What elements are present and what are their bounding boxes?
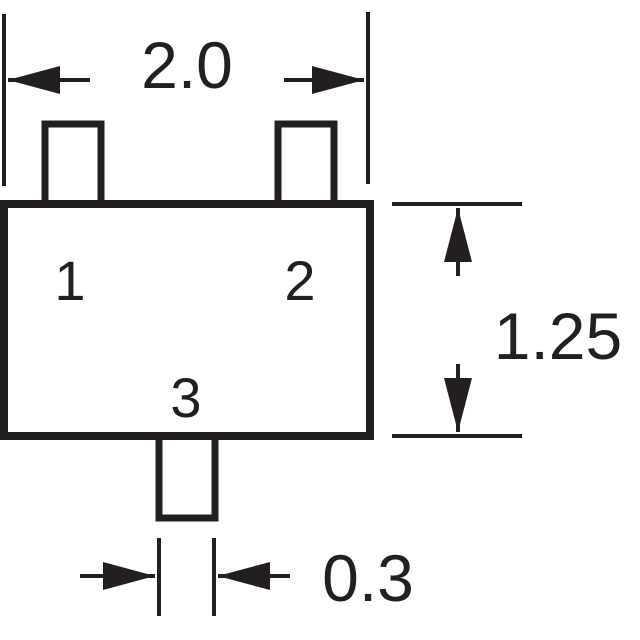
width-dimension-label: 2.0 <box>141 28 233 102</box>
width-arrow-left <box>8 66 60 94</box>
lead-pin-2 <box>274 120 338 208</box>
pin-1-label: 1 <box>54 249 85 312</box>
height-dimension: 1.25 <box>392 202 622 438</box>
lead-pin-1 <box>41 120 105 208</box>
lead-pin-3 <box>155 432 219 522</box>
pin-2-label: 2 <box>284 249 315 312</box>
lead-width-dimension: 0.3 <box>80 538 414 616</box>
lead-width-dimension-label: 0.3 <box>322 541 414 615</box>
height-arrow-bottom <box>444 378 472 432</box>
width-arrow-right <box>312 66 364 94</box>
height-dimension-label: 1.25 <box>494 299 622 373</box>
lead-width-arrow-left <box>103 562 155 590</box>
lead-width-arrow-right <box>218 562 270 590</box>
height-arrow-top <box>444 208 472 262</box>
pin-3-label: 3 <box>170 366 201 429</box>
width-dimension: 2.0 <box>2 12 370 186</box>
